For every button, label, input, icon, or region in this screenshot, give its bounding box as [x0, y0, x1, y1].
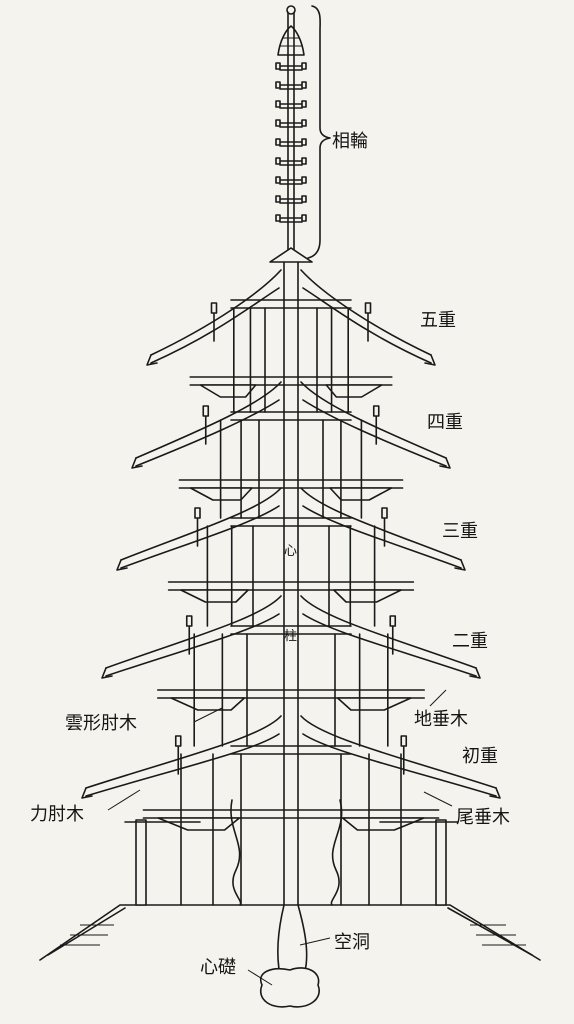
label-chikarahijiki: 力肘木: [30, 804, 84, 825]
ring-bell: [275, 195, 281, 203]
central-pillar: [277, 259, 308, 976]
spire-ring: [277, 141, 305, 147]
roof-tier: [101, 595, 481, 711]
interior-figure: [330, 799, 343, 906]
label-niju: 二重: [452, 631, 488, 652]
structural-posts: [124, 307, 459, 906]
roof-tier: [81, 715, 501, 831]
spire-bracket: [307, 5, 331, 259]
spire-ring: [277, 179, 305, 185]
stone-podium: [39, 904, 541, 961]
ring-bell: [301, 214, 307, 222]
outer-post: [135, 819, 147, 906]
label-hashira: 柱: [284, 629, 298, 644]
interior-figure: [230, 799, 242, 906]
spire-base: [269, 247, 313, 263]
label-shoju: 初重: [462, 746, 498, 767]
ring-bell: [301, 62, 307, 70]
label-shin: 心: [284, 544, 298, 559]
spire-ring: [277, 84, 305, 90]
spire-ring: [277, 65, 305, 71]
ring-bell: [275, 100, 281, 108]
ring-bell: [275, 119, 281, 127]
ring-bell: [275, 214, 281, 222]
foundation-stone: [259, 967, 320, 1008]
ring-bell: [301, 195, 307, 203]
label-shiju: 四重: [427, 412, 463, 433]
ring-bell: [275, 138, 281, 146]
label-chitarugi: 地垂木: [414, 709, 468, 730]
roof-tiers: [81, 269, 501, 831]
roof-tier: [131, 381, 451, 501]
ring-bell: [275, 81, 281, 89]
ring-bell: [275, 176, 281, 184]
ring-bell: [275, 62, 281, 70]
ring-bell: [301, 119, 307, 127]
spire-ring: [277, 103, 305, 109]
ring-bell: [301, 176, 307, 184]
ring-bell: [301, 81, 307, 89]
ring-bell: [275, 157, 281, 165]
label-sanju: 三重: [442, 521, 478, 542]
label-odaruki: 尾垂木: [456, 807, 510, 828]
outer-post: [435, 819, 447, 906]
label-kudo: 空洞: [334, 932, 370, 953]
label-kumogata: 雲形肘木: [65, 713, 137, 734]
spire-ring: [277, 198, 305, 204]
ring-bell: [301, 138, 307, 146]
spire-ring: [277, 217, 305, 223]
label-goju: 五重: [420, 310, 456, 331]
ring-bell: [301, 100, 307, 108]
spire-ring: [277, 122, 305, 128]
label-sorin: 相輪: [332, 131, 368, 152]
ring-bell: [301, 157, 307, 165]
spire-rings: [269, 62, 313, 263]
label-leaders: [107, 689, 453, 986]
spire-ring: [277, 160, 305, 166]
label-shinso: 心礎: [200, 957, 236, 978]
roof-tier: [146, 269, 436, 398]
